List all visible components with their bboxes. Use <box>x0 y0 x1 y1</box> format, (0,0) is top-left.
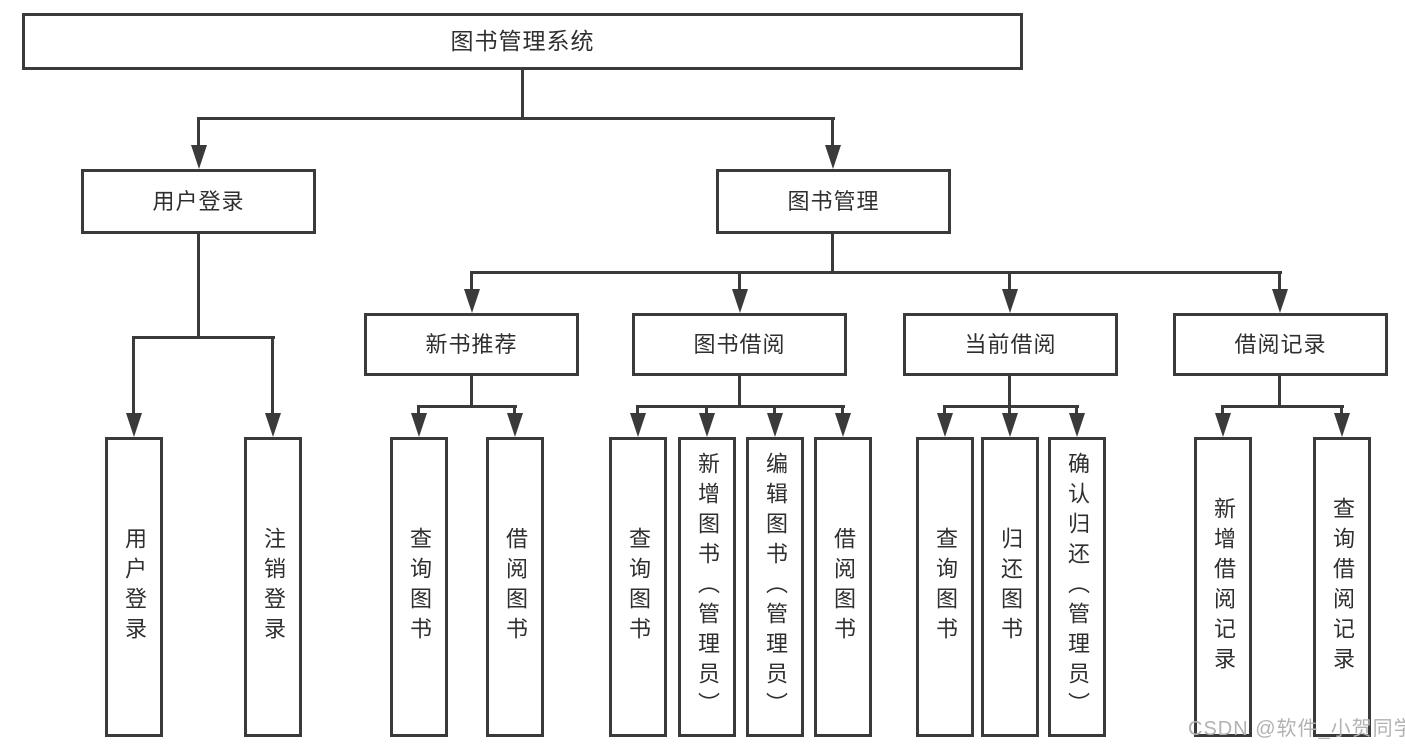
leaf-logout: 注销登录 <box>244 437 302 737</box>
connector-cur-return-stem <box>1008 405 1011 415</box>
connector-current-bar <box>943 405 1079 408</box>
connector-cur-confirm-stem <box>1075 405 1078 415</box>
connector-root-stem <box>521 69 524 117</box>
arrowhead-rb-add-icon <box>1215 413 1231 437</box>
connector-records-down <box>1278 376 1281 405</box>
arrowhead-borrow-icon <box>732 289 748 313</box>
connector-level1-bar <box>197 117 835 120</box>
arrowhead-records-icon <box>1272 289 1288 313</box>
arrowhead-rec-query-icon <box>411 413 427 437</box>
connector-borrow-stem <box>738 271 741 291</box>
node-borrow-records: 借阅记录 <box>1173 313 1388 376</box>
arrowhead-leaf-login-icon <box>126 413 142 437</box>
connector-rb-query-stem <box>1340 405 1343 415</box>
connector-user-login-stem <box>197 117 200 146</box>
arrowhead-user-login-icon <box>191 145 207 169</box>
arrowhead-rb-query-icon <box>1334 413 1350 437</box>
connector-bor-add-stem <box>705 405 708 415</box>
leaf-cur-return-book: 归还图书 <box>981 437 1039 737</box>
node-book-mgmt: 图书管理 <box>716 169 951 234</box>
arrowhead-book-mgmt-icon <box>825 145 841 169</box>
node-current-borrow: 当前借阅 <box>903 313 1118 376</box>
connector-bor-edit-stem <box>773 405 776 415</box>
connector-mgmt-bar <box>470 271 1282 274</box>
connector-recommend-down <box>470 376 473 405</box>
connector-login-bar <box>132 336 275 339</box>
connector-book-mgmt-stem <box>831 117 834 146</box>
arrowhead-recommend-icon <box>464 289 480 313</box>
connector-records-stem <box>1278 271 1281 291</box>
connector-current-stem <box>1008 271 1011 291</box>
leaf-bor-borrow-book: 借阅图书 <box>814 437 872 737</box>
node-user-login: 用户登录 <box>81 169 316 234</box>
connector-leaf-login-stem <box>132 336 135 415</box>
connector-rb-add-stem <box>1221 405 1224 415</box>
node-book-borrow: 图书借阅 <box>632 313 847 376</box>
arrowhead-cur-query-icon <box>937 413 953 437</box>
arrowhead-rec-borrow-icon <box>507 413 523 437</box>
connector-login-down <box>197 234 200 336</box>
leaf-user-login: 用户登录 <box>105 437 163 737</box>
arrowhead-current-icon <box>1002 289 1018 313</box>
connector-rec-query-stem <box>417 405 420 415</box>
leaf-rec-query-book: 查询图书 <box>390 437 448 737</box>
connector-current-down <box>1008 376 1011 405</box>
arrowhead-bor-add-icon <box>699 413 715 437</box>
connector-rec-borrow-stem <box>513 405 516 415</box>
leaf-cur-confirm-return-admin: 确认归还（管理员） <box>1048 437 1106 737</box>
connector-leaf-logout-stem <box>271 336 274 415</box>
csdn-watermark: CSDN @软件_小贺同学 <box>1188 718 1405 740</box>
leaf-rb-query-record: 查询借阅记录 <box>1313 437 1371 737</box>
connector-recommend-bar <box>417 405 517 408</box>
node-new-book-recommend: 新书推荐 <box>364 313 579 376</box>
connector-records-bar <box>1221 405 1344 408</box>
connector-recommend-stem <box>470 271 473 291</box>
leaf-bor-edit-book-admin: 编辑图书（管理员） <box>746 437 804 737</box>
connector-borrow-bar <box>636 405 845 408</box>
connector-cur-query-stem <box>943 405 946 415</box>
connector-bor-borrow-stem <box>841 405 844 415</box>
connector-mgmt-down <box>831 234 834 271</box>
leaf-cur-query-book: 查询图书 <box>916 437 974 737</box>
arrowhead-leaf-logout-icon <box>265 413 281 437</box>
leaf-bor-add-book-admin: 新增图书（管理员） <box>678 437 736 737</box>
connector-borrow-down <box>738 376 741 405</box>
leaf-rb-add-record: 新增借阅记录 <box>1194 437 1252 737</box>
arrowhead-bor-edit-icon <box>767 413 783 437</box>
arrowhead-bor-borrow-icon <box>835 413 851 437</box>
connector-bor-query-stem <box>636 405 639 415</box>
arrowhead-cur-return-icon <box>1002 413 1018 437</box>
arrowhead-bor-query-icon <box>630 413 646 437</box>
leaf-rec-borrow-book: 借阅图书 <box>486 437 544 737</box>
leaf-bor-query-book: 查询图书 <box>609 437 667 737</box>
node-root: 图书管理系统 <box>22 13 1023 70</box>
arrowhead-cur-confirm-icon <box>1069 413 1085 437</box>
